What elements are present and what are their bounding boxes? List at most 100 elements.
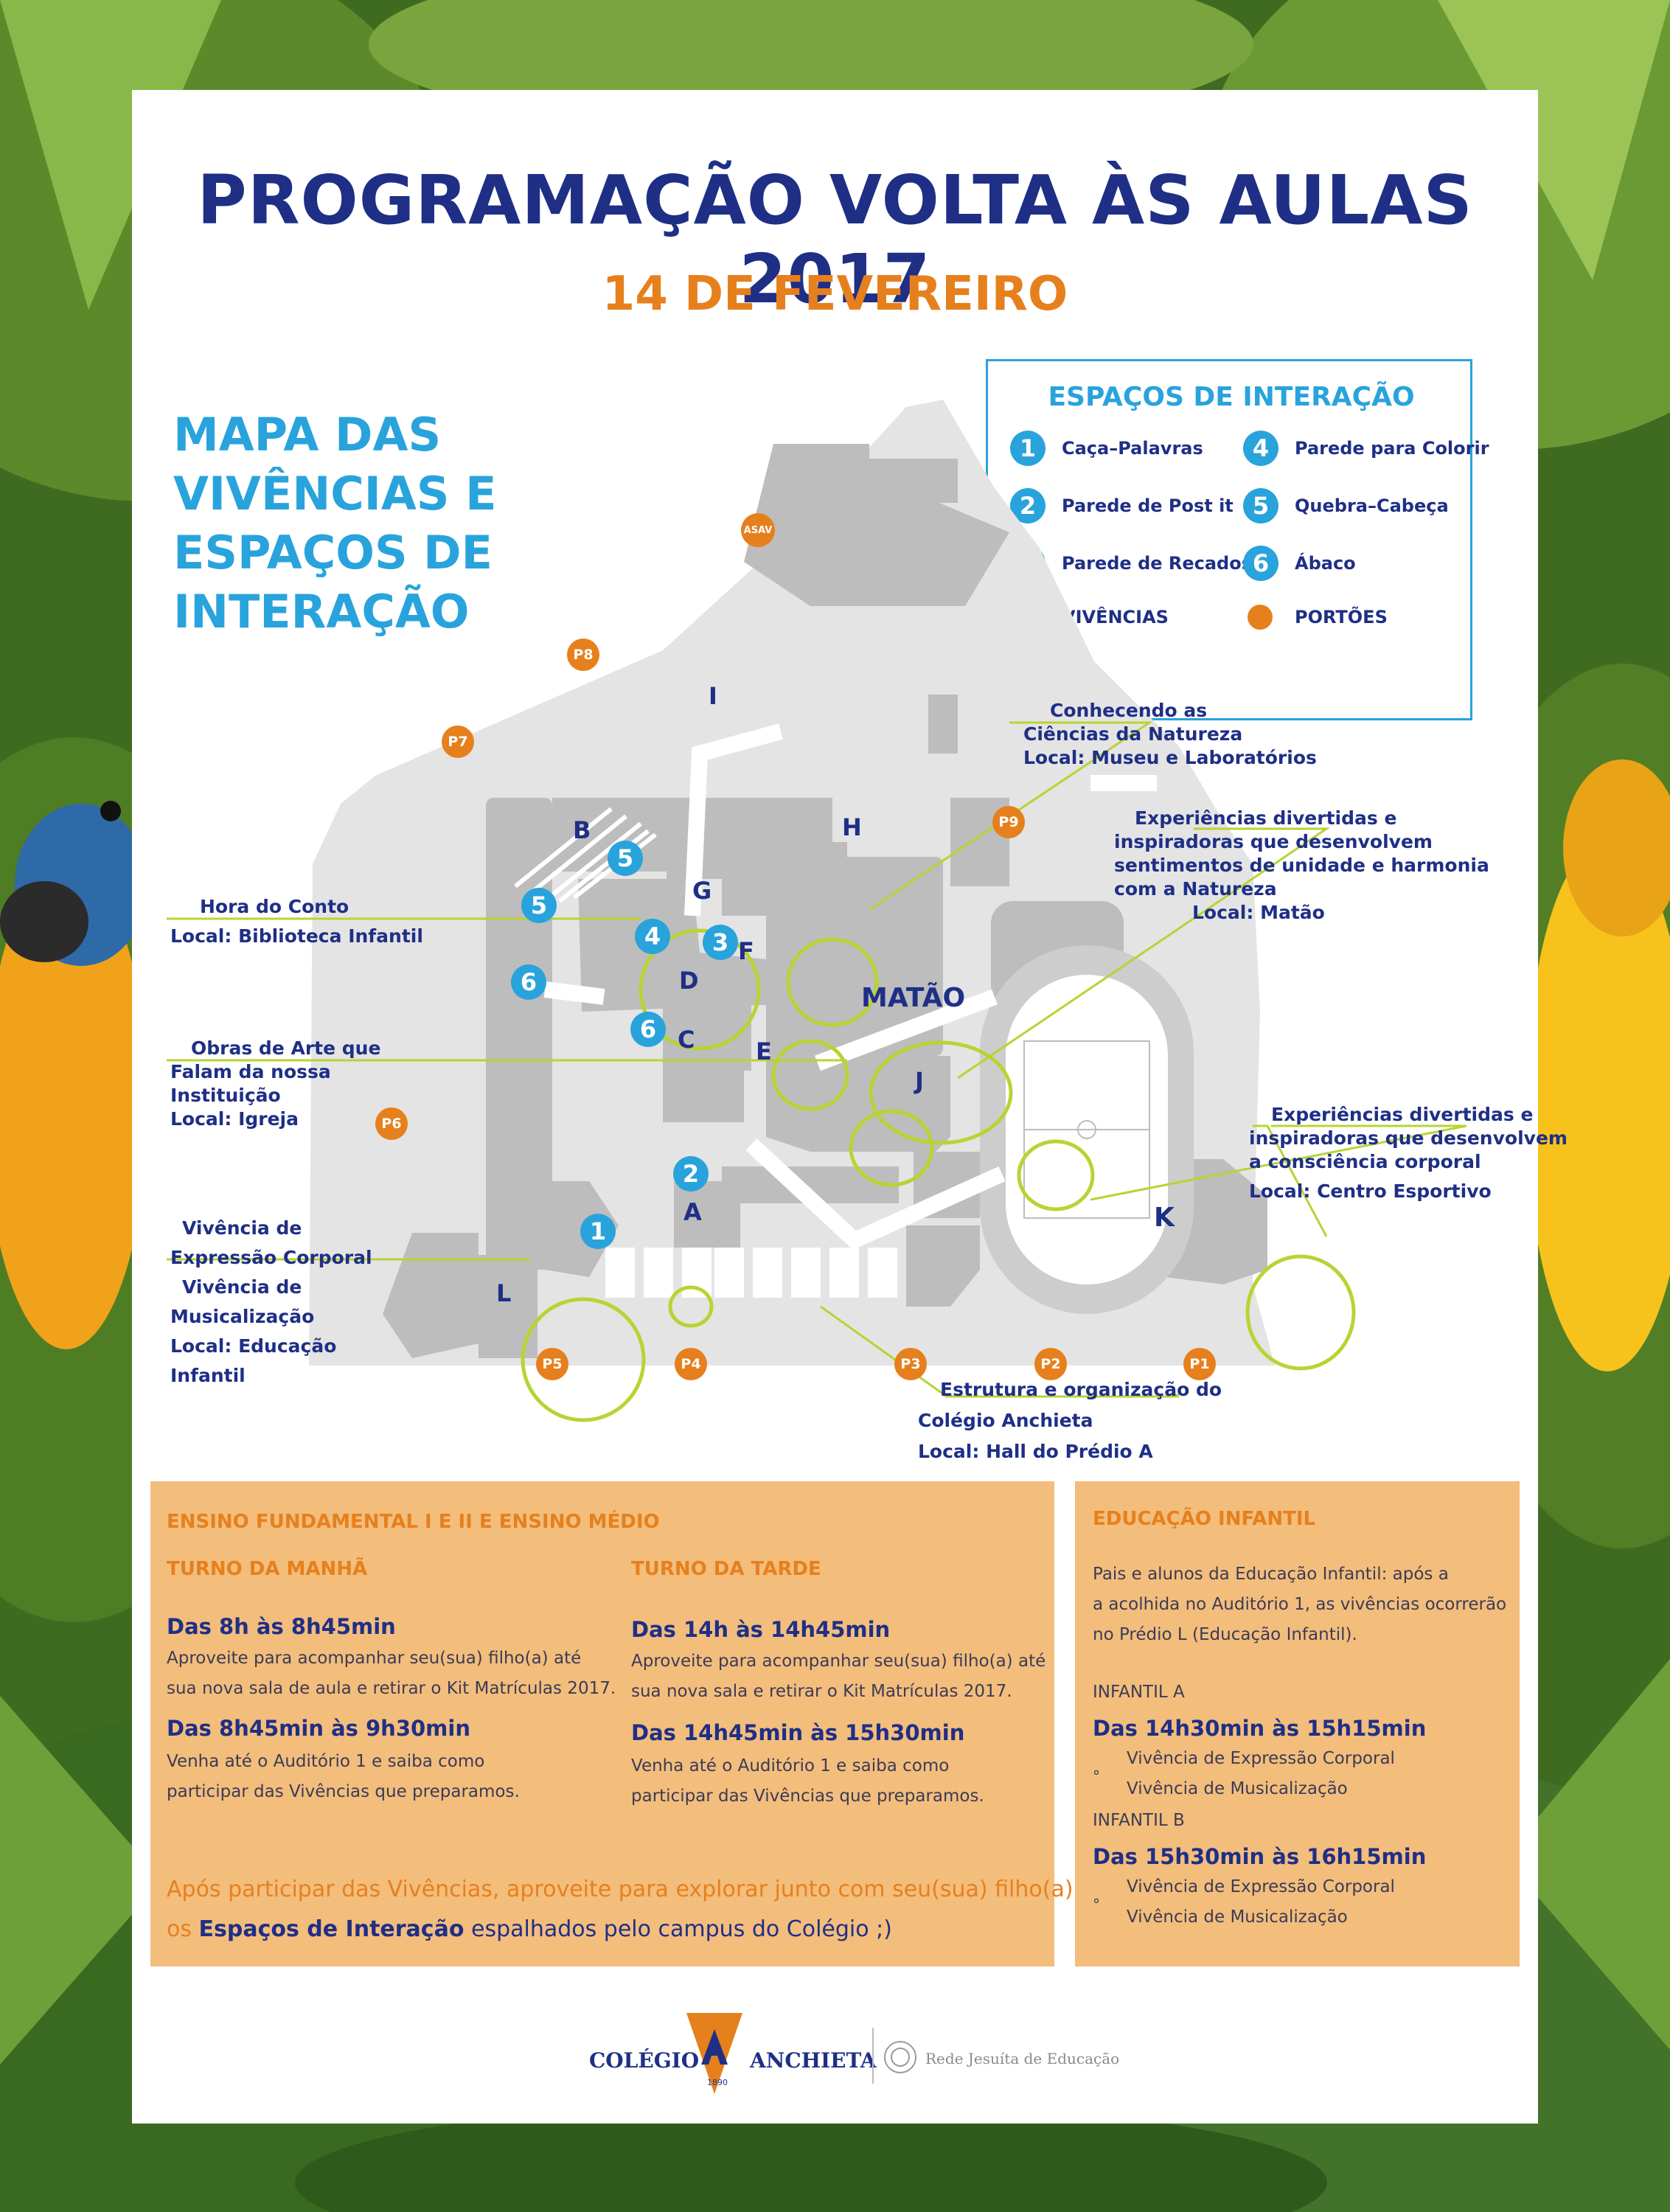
building-label-matao: MATÃO: [861, 983, 966, 1013]
legend-label: VIVÊNCIAS: [1062, 607, 1169, 627]
tarde-slot2-time: Das 14h45min às 15h30min: [631, 1720, 965, 1745]
footer-os: os: [167, 1916, 192, 1942]
callout-line: Vivência de: [182, 1217, 302, 1239]
manha-slot2-text: Venha até o Auditório 1 e saiba como par…: [167, 1747, 520, 1807]
map-title-line: INTERAÇÃO: [173, 585, 470, 639]
callout-arte: Obras de Arte que Falam da nossa Institu…: [170, 1037, 380, 1131]
tarde-slot2-text: Venha até o Auditório 1 e saiba como par…: [631, 1751, 984, 1812]
text-line: Aproveite para acompanhar seu(sua) filho…: [167, 1649, 582, 1668]
marker-4: 4: [635, 919, 670, 954]
footer-bold: Espaços de Interação: [198, 1916, 465, 1942]
gate-label: P4: [681, 1356, 701, 1372]
gate-label: P1: [1189, 1356, 1210, 1372]
building-label-g: G: [692, 877, 712, 905]
infantil-b-label: INFANTIL B: [1093, 1811, 1185, 1830]
gate-p9: P9: [992, 806, 1025, 838]
list-item: Vivência de Musicalização: [1127, 1907, 1348, 1927]
marker-2: 2: [673, 1156, 709, 1192]
number-badge: 5: [1243, 488, 1278, 524]
bullet-icon: °: [1093, 1767, 1100, 1785]
callout-lines: [167, 721, 1467, 1398]
infantil-a-label: INFANTIL A: [1093, 1683, 1185, 1702]
building-label-b: B: [573, 816, 591, 844]
manha-slot2-time: Das 8h45min às 9h30min: [167, 1716, 470, 1741]
marker-1: 1: [580, 1214, 616, 1249]
callout-line: Local: Matão: [1192, 902, 1325, 923]
sports-track: [980, 945, 1194, 1314]
infantil-heading: EDUCAÇÃO INFANTIL: [1093, 1508, 1316, 1530]
gate-p2: P2: [1034, 1348, 1067, 1380]
text-line: Venha até o Auditório 1 e saiba como: [167, 1752, 485, 1771]
gate-p3: P3: [894, 1348, 927, 1380]
infantil-intro: Pais e alunos da Educação Infantil: após…: [1093, 1559, 1506, 1650]
tarde-title: TURNO DA TARDE: [631, 1558, 821, 1580]
callout-line: Falam da nossa: [170, 1061, 331, 1082]
gate-label: P8: [573, 647, 594, 663]
callout-line: Expressão Corporal: [170, 1247, 372, 1268]
gate-label: P7: [448, 734, 468, 750]
callout-line: inspiradoras que desenvolvem: [1114, 831, 1433, 852]
gate-p8: P8: [567, 639, 599, 671]
text-line: participar das Vivências que preparamos.: [167, 1782, 520, 1801]
legend-label: PORTÕES: [1295, 607, 1388, 627]
legend-title: ESPAÇOS DE INTERAÇÃO: [1048, 382, 1415, 412]
parking-lot: [514, 807, 657, 903]
map-title-line: MAPA DAS: [173, 408, 442, 462]
callout-line: Musicalização: [170, 1306, 315, 1327]
legend-label: Parede de Recados: [1062, 553, 1253, 574]
buildings-layer: [383, 444, 1267, 1358]
callout-line: Local: Educação: [170, 1335, 337, 1357]
logo-rede: Rede Jesuíta de Educação: [925, 2050, 1120, 2067]
marker-6: 6: [630, 1012, 666, 1047]
logo-anchieta: ANCHIETA: [750, 2048, 877, 2073]
infantil-b-items: Vivência de Expressão Corporal Vivência …: [1127, 1872, 1395, 1933]
callout-corporal: Experiências divertidas e inspiradoras q…: [1249, 1103, 1568, 1203]
footer-rest: espalhados pelo campus do Colégio ;): [471, 1916, 892, 1942]
callout-line: Local: Hall do Prédio A: [918, 1441, 1153, 1462]
fundamental-footer-line2: os Espaços de Interação espalhados pelo …: [167, 1916, 892, 1942]
vivencias-circles: [521, 928, 1356, 1422]
callout-line: Infantil: [170, 1365, 246, 1386]
callout-line: Experiências divertidas e: [1271, 1104, 1534, 1125]
text-line: no Prédio L (Educação Infantil).: [1093, 1625, 1357, 1644]
gate-p7: P7: [442, 726, 474, 758]
gate-p5: P5: [536, 1348, 568, 1380]
gate-label: P5: [542, 1356, 563, 1372]
marker-5: 5: [521, 888, 557, 923]
callout-line: Conhecendo as: [1050, 700, 1208, 721]
map-title-line: VIVÊNCIAS E: [173, 467, 497, 521]
callout-line: Local: Igreja: [170, 1108, 299, 1130]
building-label-d: D: [679, 967, 699, 995]
logo-year: 1890: [707, 2078, 728, 2087]
manha-title: TURNO DA MANHÃ: [167, 1558, 368, 1580]
legend-label: Ábaco: [1295, 553, 1356, 574]
callout-line: Obras de Arte que: [191, 1037, 381, 1059]
map-title: MAPA DAS VIVÊNCIAS E ESPAÇOS DE INTERAÇÃ…: [173, 406, 496, 641]
legend-label: Parede de Post it: [1062, 495, 1234, 516]
fundamental-footer-line1: Após participar das Vivências, aproveite…: [167, 1877, 1074, 1902]
poster-card: PROGRAMAÇÃO VOLTA ÀS AULAS 2017 14 DE FE…: [132, 90, 1568, 2124]
marker-6: 6: [511, 964, 546, 1000]
gate-label: P2: [1040, 1356, 1061, 1372]
infantil-a-time: Das 14h30min às 15h15min: [1093, 1716, 1427, 1741]
text-line: Aproveite para acompanhar seu(sua) filho…: [631, 1652, 1046, 1671]
building-label-j: J: [915, 1067, 924, 1095]
map-title-line: ESPAÇOS DE: [173, 526, 493, 580]
building-label-c: C: [678, 1026, 695, 1054]
building-label-e: E: [756, 1037, 772, 1065]
callout-matao: Experiências divertidas e inspiradoras q…: [1114, 807, 1489, 925]
page-title: PROGRAMAÇÃO VOLTA ÀS AULAS 2017: [197, 161, 1473, 319]
gate-asav: ASAV: [741, 513, 775, 547]
campus-map: [167, 400, 1467, 1422]
gate-label: P3: [900, 1356, 921, 1372]
number-badge: 1: [1010, 431, 1046, 466]
callout-line: inspiradoras que desenvolvem: [1249, 1127, 1568, 1149]
text-line: sua nova sala e retirar o Kit Matrículas…: [631, 1682, 1012, 1701]
text-line: participar das Vivências que preparamos.: [631, 1787, 984, 1806]
callout-line: Estrutura e organização do: [940, 1379, 1222, 1400]
